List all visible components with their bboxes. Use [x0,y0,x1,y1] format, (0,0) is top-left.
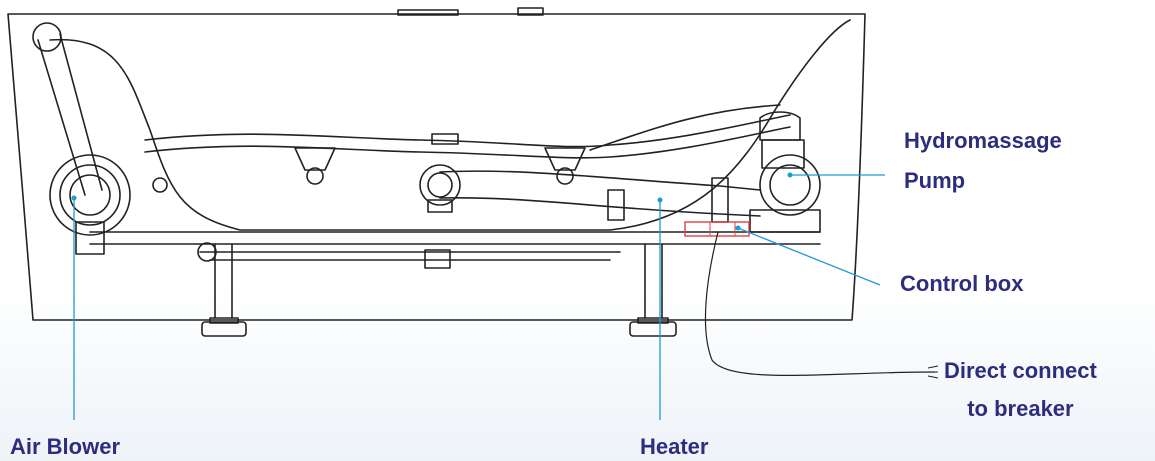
top-fitting-right [517,7,544,16]
leg-left [214,243,233,319]
tub-shell [7,13,866,321]
pump-body [759,154,821,216]
heater-clamp-2 [711,177,729,223]
suction-fitting [419,164,461,206]
label-heater: Heater [640,434,709,459]
heater-pipe [439,170,761,191]
leg-right [644,243,663,319]
blower-pipe [37,33,103,196]
jet-right [544,147,586,171]
label-hydromassage-pump-line2: Pump [904,168,966,193]
label-direct-connect: Direct connect to breaker [944,358,1097,422]
label-air-blower: Air Blower [10,434,121,459]
leader-control-box [737,227,881,286]
foot-right [629,321,677,337]
label-direct-connect-line1: Direct connect [944,358,1097,383]
blower-ring-outer [49,154,131,236]
label-control-box: Control box [900,271,1024,296]
tub-inner-contour [49,19,851,231]
breaker-cable [704,231,936,376]
air-blower-unit [75,221,105,255]
label-hydromassage-pump: Hydromassage Pump [904,128,1062,194]
label-hydromassage-pump-line1: Hydromassage [904,128,1062,153]
heater-clamp-1 [607,189,625,221]
pump-base [749,209,821,233]
hose-upper [144,114,791,148]
drain [424,249,451,269]
cable-end-icon [927,365,939,379]
jet-left [294,147,336,171]
label-direct-connect-line2: to breaker [967,396,1074,421]
top-fitting-left [397,9,459,16]
foot-left [201,321,247,337]
